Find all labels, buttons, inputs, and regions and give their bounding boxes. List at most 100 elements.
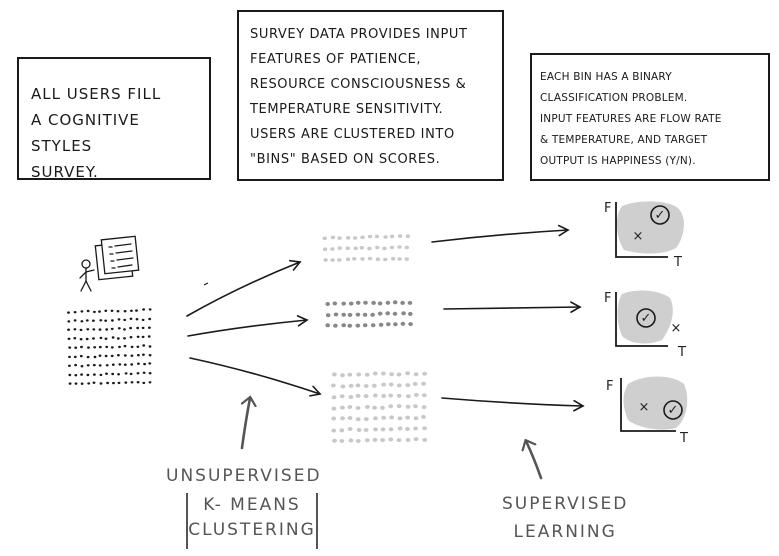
classify-arrows bbox=[431, 224, 585, 412]
plot3-axes bbox=[620, 378, 676, 432]
plot1-y-label: F bbox=[604, 201, 611, 216]
dot bbox=[372, 437, 378, 442]
dot bbox=[330, 383, 336, 388]
dot bbox=[87, 346, 90, 349]
dot bbox=[362, 323, 368, 328]
dot bbox=[110, 327, 114, 331]
happy-check-icon: ✓ bbox=[655, 208, 666, 223]
dot bbox=[340, 384, 346, 389]
dot bbox=[325, 313, 331, 318]
dot bbox=[105, 372, 108, 375]
dot bbox=[74, 346, 78, 349]
dot bbox=[393, 322, 398, 327]
dot bbox=[375, 245, 380, 250]
step2-text: Survey data provides input features of p… bbox=[250, 22, 502, 172]
dot bbox=[99, 336, 103, 340]
plot1-x-label: T bbox=[673, 255, 682, 270]
step2-line: features of patience, bbox=[250, 52, 422, 67]
dot bbox=[389, 234, 395, 239]
clustering-line: clustering bbox=[188, 520, 316, 540]
bin1-dots bbox=[322, 234, 411, 262]
dot bbox=[405, 415, 410, 420]
dot bbox=[142, 353, 145, 356]
dot bbox=[373, 416, 378, 421]
dot bbox=[372, 371, 378, 376]
plot3-x-label: T bbox=[679, 431, 688, 446]
dot bbox=[355, 439, 361, 443]
step2-line: Users are clustered into bbox=[250, 127, 455, 142]
dot bbox=[323, 258, 328, 262]
dot bbox=[348, 301, 354, 306]
dot bbox=[80, 310, 84, 313]
step2-box: Survey data provides input features of p… bbox=[237, 10, 504, 181]
plot1-happy-circle bbox=[650, 205, 670, 225]
dot bbox=[80, 365, 84, 368]
step3-line: Each bin has a binary bbox=[540, 71, 672, 83]
dot bbox=[388, 404, 394, 409]
plot2: ✓ × bbox=[615, 290, 681, 347]
dot bbox=[74, 382, 78, 385]
dot bbox=[331, 406, 337, 411]
dot bbox=[136, 335, 140, 338]
dot bbox=[118, 363, 122, 366]
plot3: ✓ × bbox=[620, 376, 688, 432]
dot bbox=[401, 311, 406, 316]
dot bbox=[421, 414, 426, 419]
dot bbox=[355, 300, 361, 305]
dot bbox=[363, 428, 369, 432]
dot bbox=[130, 363, 134, 366]
dot bbox=[142, 344, 146, 347]
dot bbox=[405, 438, 411, 442]
dot bbox=[116, 310, 120, 313]
dot bbox=[348, 438, 354, 443]
dot bbox=[367, 256, 373, 261]
supervised-learning-label: Supervised learning bbox=[502, 490, 628, 546]
dot bbox=[385, 300, 391, 305]
plot1: ✓ × bbox=[615, 201, 684, 258]
dot bbox=[363, 417, 369, 422]
dot bbox=[148, 372, 152, 375]
dot bbox=[392, 300, 398, 305]
dot bbox=[359, 245, 364, 250]
dot bbox=[397, 426, 403, 431]
dot bbox=[341, 323, 347, 328]
dot bbox=[380, 405, 385, 410]
step3-line: classification problem. bbox=[540, 92, 688, 104]
dot bbox=[68, 364, 71, 367]
dot bbox=[111, 363, 115, 366]
dot bbox=[117, 318, 121, 321]
unsupervised-label: Unsupervised bbox=[166, 466, 322, 486]
happy-check-icon: ✓ bbox=[641, 311, 652, 326]
dot bbox=[340, 373, 345, 378]
dot bbox=[67, 328, 70, 331]
dot bbox=[136, 326, 140, 330]
step1-line: survey. bbox=[31, 163, 99, 181]
dot bbox=[116, 337, 120, 340]
dot bbox=[347, 405, 353, 409]
supervised-line: Supervised bbox=[502, 494, 629, 514]
dot bbox=[123, 328, 126, 331]
dot bbox=[148, 308, 152, 311]
dot bbox=[110, 346, 114, 349]
dot bbox=[330, 258, 335, 262]
dot bbox=[129, 336, 133, 339]
dot bbox=[348, 395, 354, 399]
cluster-arrows bbox=[186, 259, 322, 397]
step1-box: All users fill a cognitive styles survey… bbox=[17, 57, 211, 181]
dot bbox=[129, 326, 133, 330]
arrow-to-bin2 bbox=[187, 315, 309, 337]
dot bbox=[118, 345, 121, 349]
dot bbox=[352, 257, 357, 261]
dot bbox=[405, 427, 410, 431]
dot bbox=[80, 320, 84, 323]
dot bbox=[413, 372, 419, 377]
dot bbox=[123, 354, 127, 357]
dot bbox=[104, 319, 108, 322]
dot bbox=[111, 372, 115, 376]
dot bbox=[341, 312, 347, 317]
dot bbox=[98, 364, 102, 367]
dot bbox=[85, 337, 89, 341]
dot bbox=[85, 319, 89, 322]
dot bbox=[129, 372, 133, 376]
